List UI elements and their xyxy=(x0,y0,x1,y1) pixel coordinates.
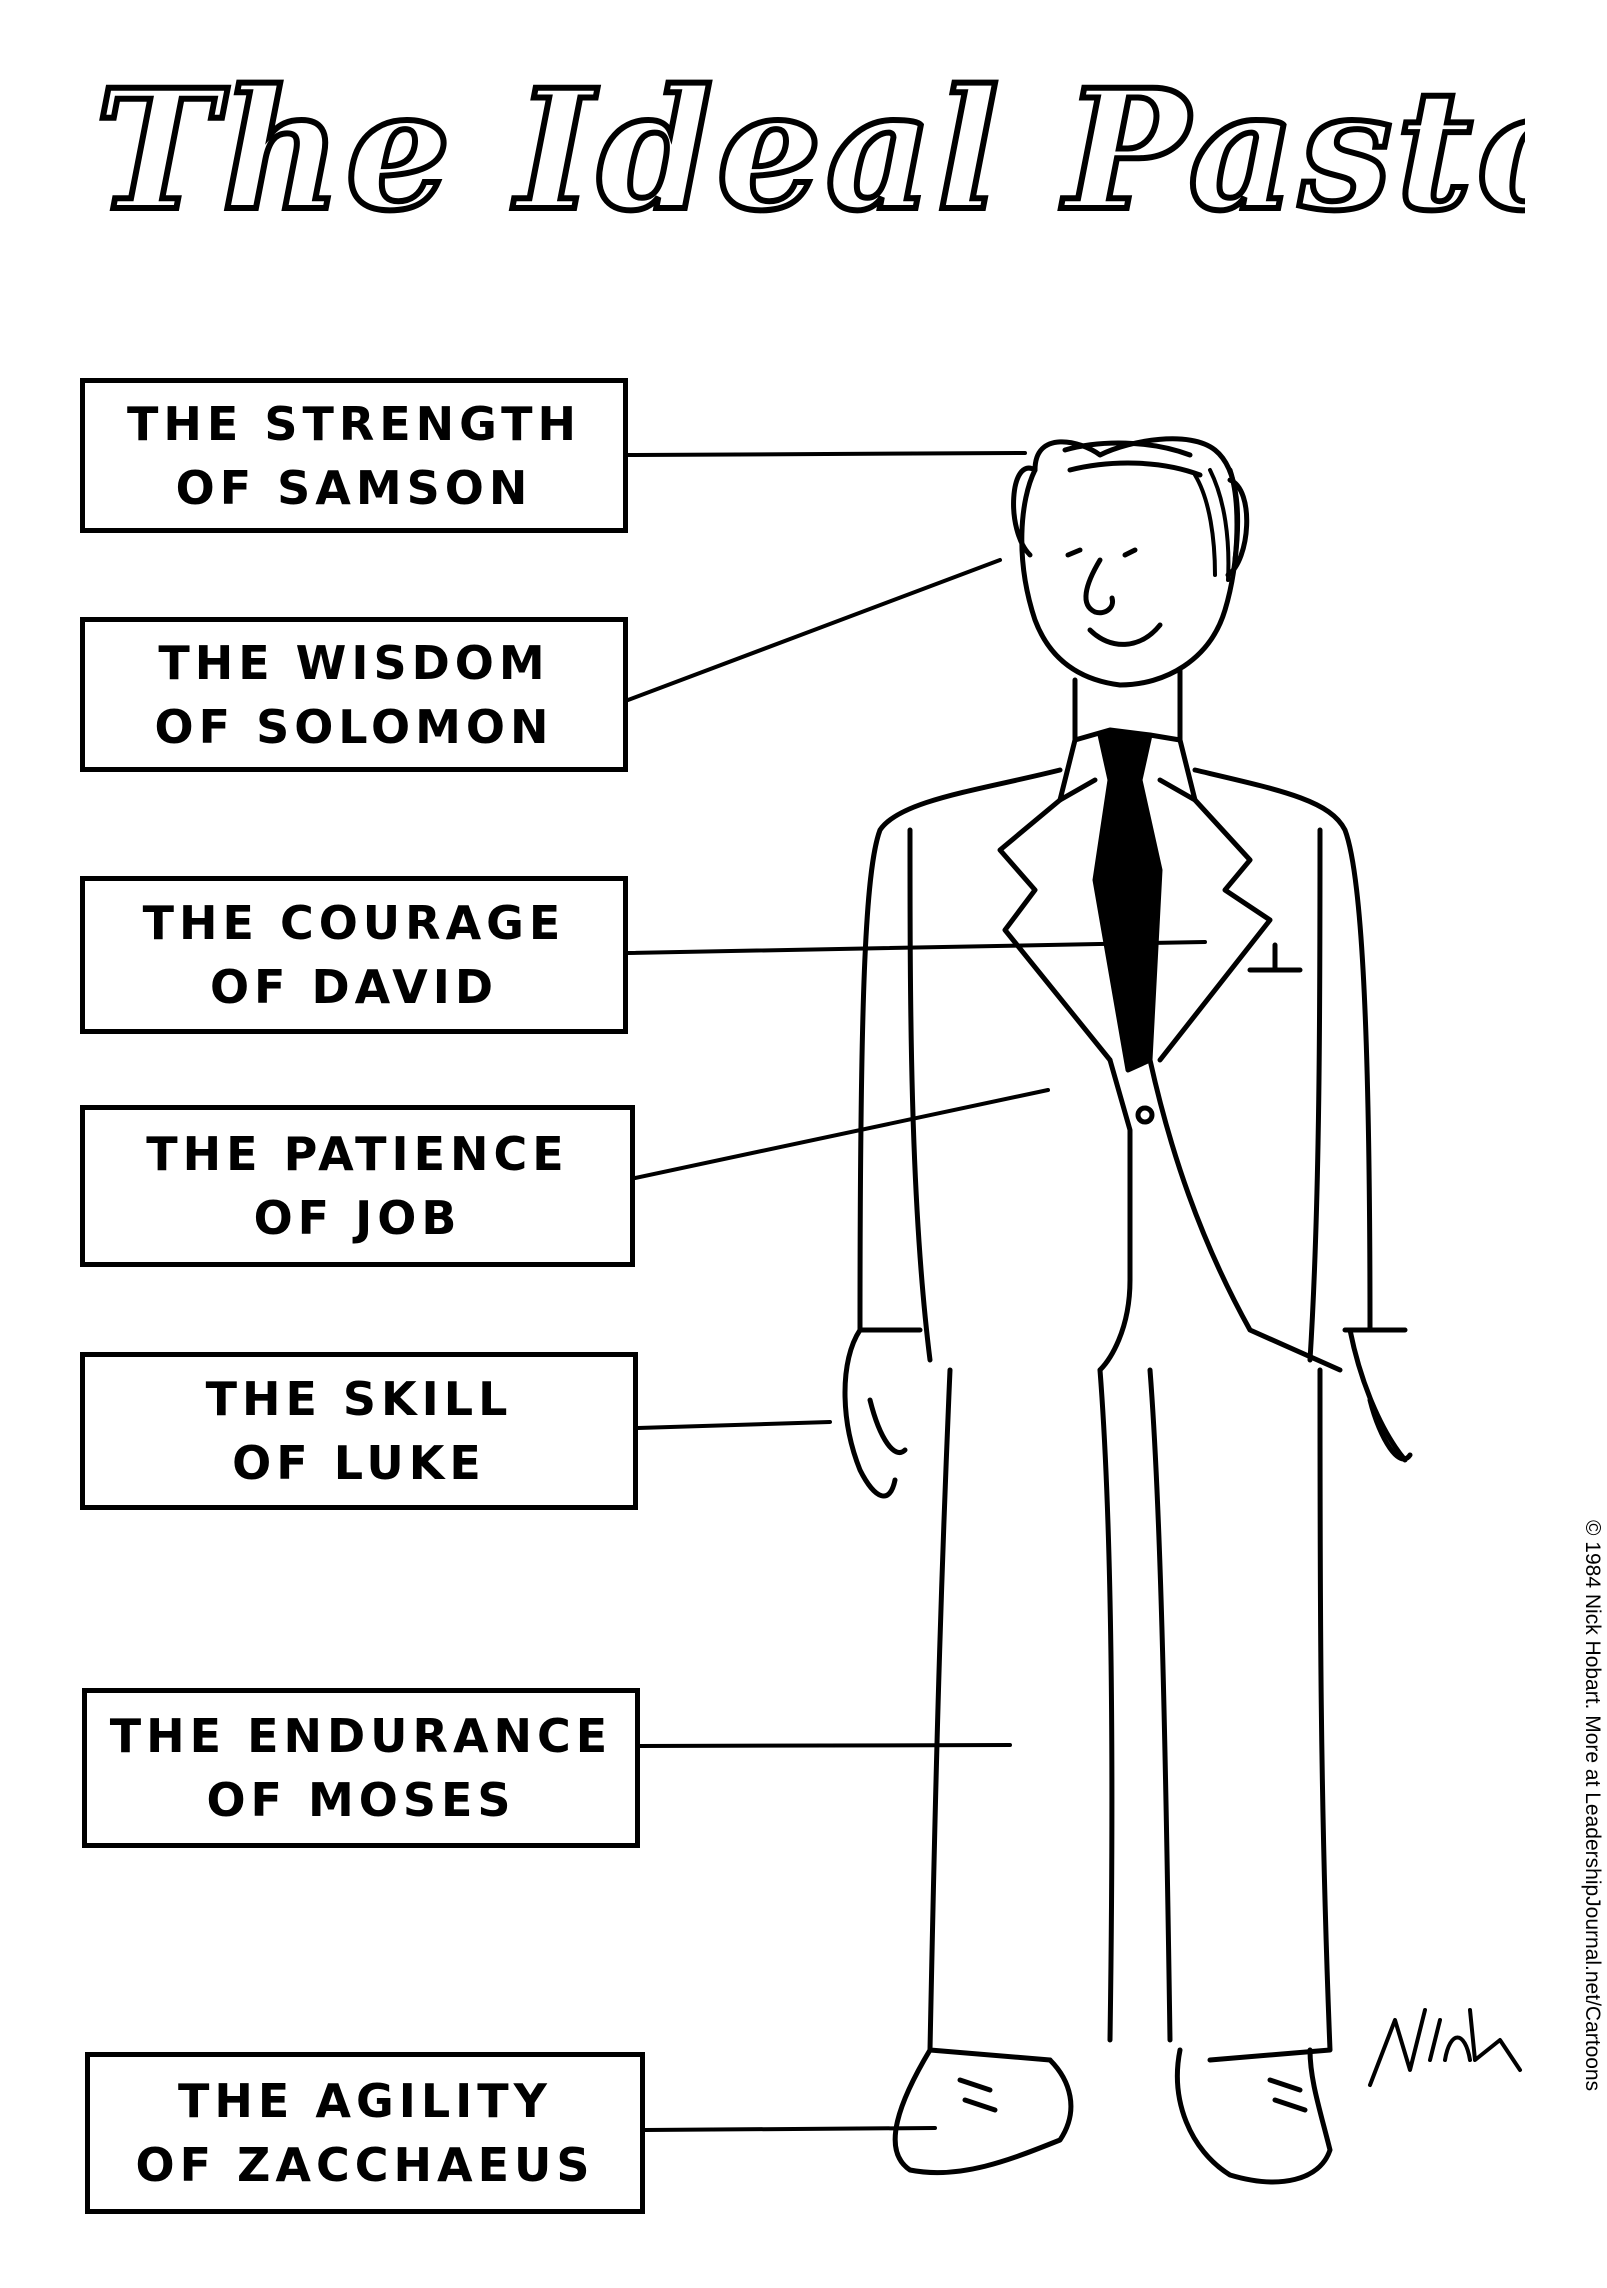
artist-signature xyxy=(1368,2008,1522,2087)
label-courage-of-david: The Courage of David xyxy=(80,876,628,1034)
label-line1: The Courage xyxy=(142,896,566,950)
label-wisdom-of-solomon: The Wisdom of Solomon xyxy=(80,617,628,772)
label-skill-of-luke: The Skill of Luke xyxy=(80,1352,638,1510)
label-line2: of Zacchaeus xyxy=(135,2138,595,2192)
label-line2: of Job xyxy=(253,1191,462,1245)
leader-lines xyxy=(626,451,1207,2132)
label-line1: The Wisdom xyxy=(158,635,550,690)
label-line1: The Endurance xyxy=(109,1709,613,1763)
label-line1: The Agility xyxy=(178,2074,552,2128)
leader-line-samson xyxy=(626,451,1027,457)
label-line1: The Patience xyxy=(146,1127,569,1181)
copyright-text: © 1984 Nick Hobart. More at LeadershipJo… xyxy=(1581,1520,1604,2092)
leader-line-job xyxy=(633,1088,1050,1180)
leader-line-zacchaeus xyxy=(643,2126,937,2132)
head-drawing xyxy=(1011,436,1250,743)
suit-drawing xyxy=(842,727,1413,2185)
label-patience-of-job: The Patience of Job xyxy=(80,1105,635,1267)
label-line2: of Solomon xyxy=(154,699,554,754)
leader-line-luke xyxy=(636,1420,832,1430)
leader-line-david xyxy=(626,940,1207,955)
label-line1: The Skill xyxy=(205,1372,513,1426)
label-strength-of-samson: The Strength of Samson xyxy=(80,378,628,533)
label-line2: of Moses xyxy=(206,1773,516,1827)
label-agility-of-zacchaeus: The Agility of Zacchaeus xyxy=(85,2052,645,2214)
label-line1: The Strength xyxy=(127,396,581,451)
title-text: The Ideal Pastor xyxy=(95,53,1525,247)
label-line2: of Luke xyxy=(232,1436,486,1490)
label-line2: of Samson xyxy=(175,460,533,515)
label-endurance-of-moses: The Endurance of Moses xyxy=(82,1688,640,1848)
leader-line-moses xyxy=(638,1743,1012,1748)
label-line2: of David xyxy=(209,960,499,1014)
page-title: The Ideal Pastor xyxy=(92,48,1607,250)
leader-line-solomon xyxy=(626,558,1002,702)
copyright-notice: © 1984 Nick Hobart. More at LeadershipJo… xyxy=(1578,1520,1607,2280)
